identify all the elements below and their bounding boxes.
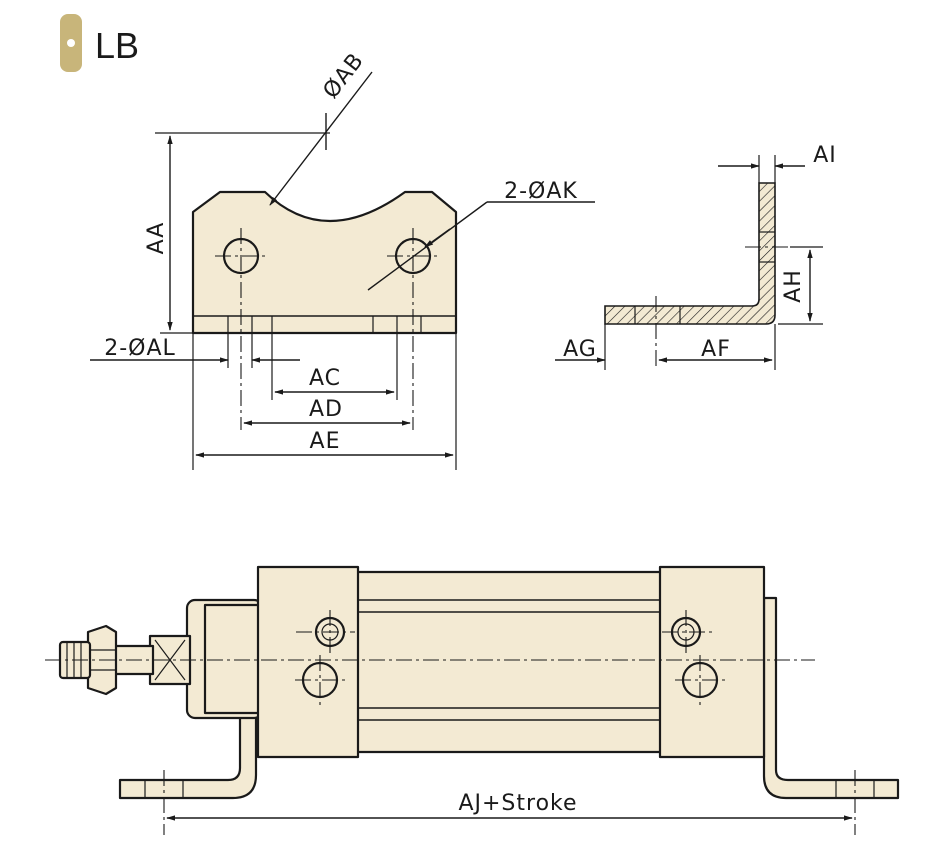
dim-ac: AC [309, 366, 341, 391]
dim-af: AF [701, 337, 731, 362]
dot-icon [67, 39, 75, 47]
title-group: LB [60, 14, 139, 72]
dim-ae: AE [310, 429, 341, 454]
dim-ak: 2-ØAK [504, 179, 578, 204]
dim-ab: ØAB [318, 48, 369, 103]
dim-ad: AD [309, 397, 343, 422]
title-label: LB [95, 25, 139, 66]
dim-aa: AA [144, 222, 169, 255]
foot-bracket-right [762, 596, 900, 800]
rod-cover [658, 565, 766, 759]
dim-ag: AG [563, 337, 597, 362]
cylinder-tube [353, 570, 665, 754]
front-view: AA ØAB 2-ØAK 2-ØAL AC AD AE [90, 48, 595, 470]
dim-ah: AH [781, 269, 806, 303]
rear-cap-inner [203, 603, 262, 715]
bracket-side-profile [604, 182, 776, 325]
bracket-front-body [191, 190, 458, 335]
head-cover [256, 565, 360, 759]
side-view: AI AH AG AF [555, 143, 837, 370]
dim-al: 2-ØAL [104, 336, 176, 361]
assembly-view: AJ+Stroke [45, 565, 900, 835]
dim-aj: AJ+Stroke [458, 791, 577, 816]
dim-ai: AI [813, 143, 837, 168]
